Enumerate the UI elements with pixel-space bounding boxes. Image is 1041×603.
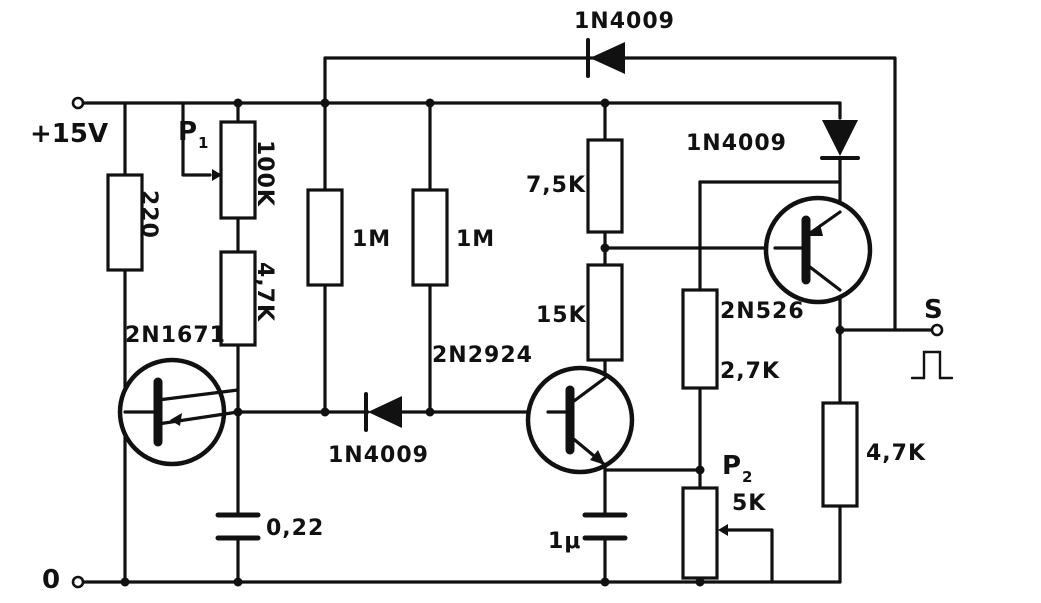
output-terminal (930, 323, 944, 337)
transistor-q2 (525, 365, 635, 475)
potentiometer-p2 (681, 486, 719, 580)
resistor-220 (106, 173, 144, 272)
r1m-b-label: 1M (456, 227, 495, 252)
capacitor-0-22 (215, 512, 261, 541)
transistor-q3 (763, 195, 873, 305)
supply-terminal (71, 96, 85, 110)
supply-label: +15V (30, 119, 108, 149)
q1-label: 2N1671 (125, 323, 226, 348)
q3-label: 2N526 (720, 299, 805, 324)
diode-top-label: 1N4009 (574, 9, 675, 34)
diode-middle (364, 392, 402, 432)
pulse-icon (910, 350, 954, 380)
resistor-1m-a (306, 188, 344, 287)
resistor-1m-b (411, 188, 449, 287)
resistor-15k (586, 263, 624, 362)
wires (76, 56, 939, 584)
resistor-2-7k (681, 288, 719, 390)
r220-label: 220 (136, 190, 161, 239)
resistor-7-5k (586, 138, 624, 234)
ground-terminal (71, 575, 85, 589)
potentiometer-p1 (219, 120, 257, 220)
diode-top (586, 38, 625, 78)
r1m-a-label: 1M (352, 227, 391, 252)
p1-wiper-arrow (212, 169, 222, 181)
r100k-label: 100K (252, 140, 277, 207)
q2-label: 2N2924 (432, 343, 533, 368)
c022-label: 0,22 (266, 516, 324, 541)
resistor-4-7k-b (821, 401, 859, 508)
p2-subscript: 2 (742, 468, 752, 486)
output-label: S (924, 295, 943, 325)
ground-label: 0 (42, 565, 60, 595)
r4-7k-a-label: 4,7K (252, 262, 277, 322)
capacitor-1u (582, 512, 628, 541)
p2-value-label: 5K (732, 491, 766, 516)
c1u-label: 1μ (548, 529, 582, 554)
resistor-4-7k-a (219, 250, 257, 347)
diode-right-label: 1N4009 (686, 131, 787, 156)
r15k-label: 15K (536, 303, 587, 328)
r7-5k-label: 7,5K (526, 173, 586, 198)
diode-right (820, 120, 860, 160)
diode-middle-label: 1N4009 (328, 443, 429, 468)
transistor-q1 (117, 357, 240, 467)
r4-7k-b-label: 4,7K (866, 441, 926, 466)
r2-7k-label: 2,7K (720, 359, 780, 384)
p1-subscript: 1 (198, 134, 208, 152)
p2-wiper-arrow (718, 524, 728, 536)
p1-label: P (178, 117, 197, 147)
p2-label: P (722, 451, 741, 481)
